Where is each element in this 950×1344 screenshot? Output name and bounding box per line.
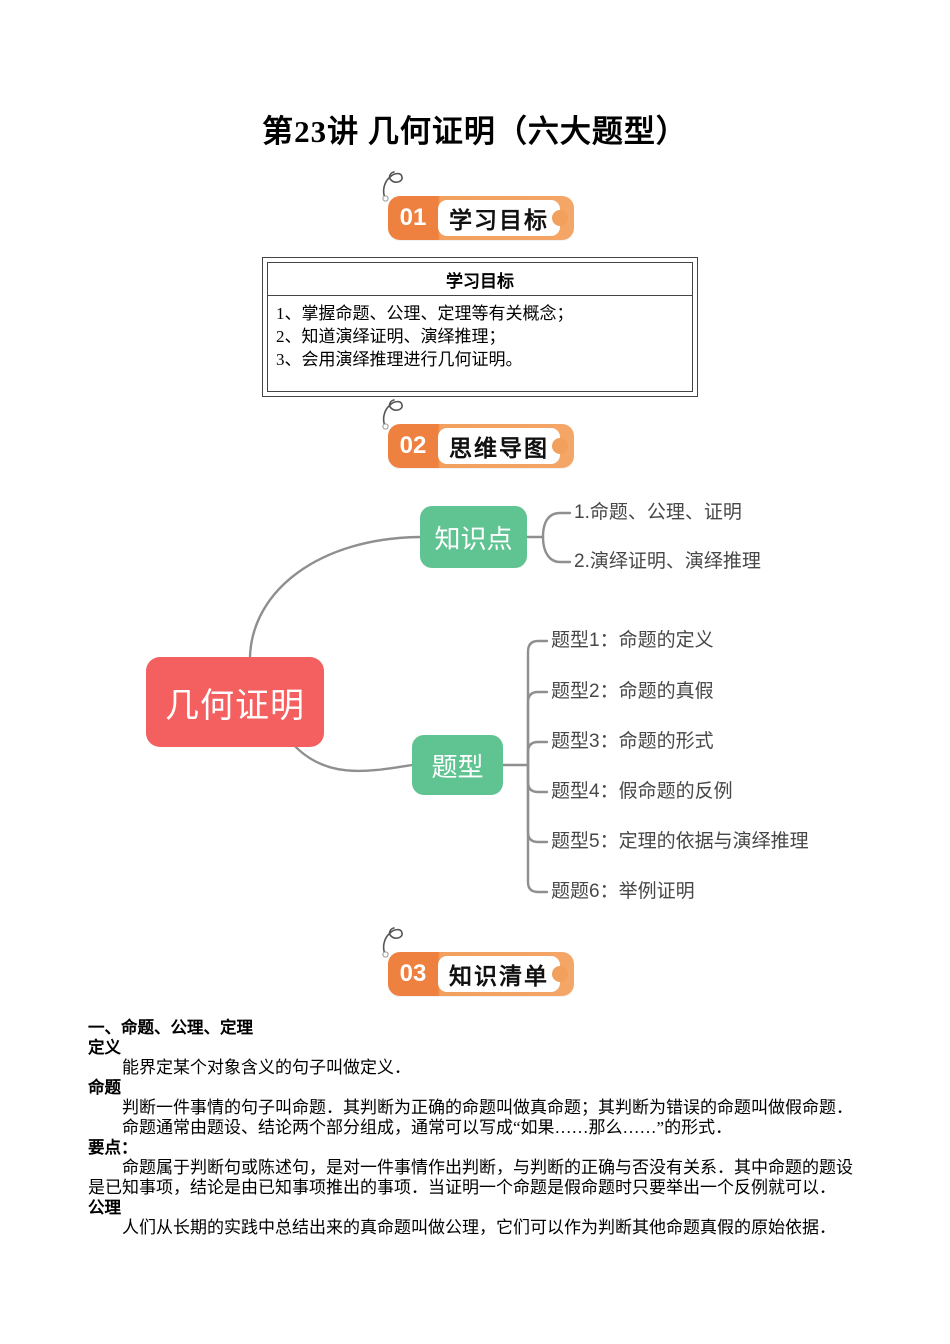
badge-notch bbox=[552, 966, 568, 982]
section-label: 知识清单 bbox=[449, 963, 549, 989]
section-number: 03 bbox=[399, 960, 427, 987]
keypoints-text: 命题属于判断句或陈述句，是对一件事情作出判断，与判断的正确与否没有关系．其中命题… bbox=[88, 1158, 853, 1197]
objective-item: 2、知道演绎证明、演绎推理； bbox=[276, 327, 506, 346]
mindmap-leaf: 题型4：假命题的反例 bbox=[551, 781, 733, 802]
objectives-table-inner: 学习目标 1、掌握命题、公理、定理等有关概念； 2、知道演绎证明、演绎推理； 3… bbox=[267, 262, 693, 392]
knowledge-section: 一、命题、公理、定理 定义 能界定某个对象含义的句子叫做定义． 命题 判断一件事… bbox=[88, 1018, 868, 1238]
proposition-text-1: 判断一件事情的句子叫命题．其判断为正确的命题叫做真命题；其判断为错误的命题叫做假… bbox=[122, 1098, 853, 1117]
mindmap-connector-lines bbox=[248, 511, 572, 894]
mindmap-branch-knowledge: 知识点 bbox=[420, 506, 527, 568]
definition-heading: 定义 bbox=[88, 1039, 121, 1057]
pin-icon bbox=[382, 399, 403, 430]
section-label-box: 思维导图 bbox=[438, 428, 560, 464]
objectives-table: 学习目标 1、掌握命题、公理、定理等有关概念； 2、知道演绎证明、演绎推理； 3… bbox=[262, 257, 698, 397]
section-label: 学习目标 bbox=[449, 207, 549, 233]
badge-notch bbox=[552, 438, 568, 454]
section-label: 思维导图 bbox=[449, 435, 549, 461]
mindmap: 几何证明 知识点 题型 1.命题、公理、证明 2.演绎证明、演绎推理 题型1：命… bbox=[0, 490, 950, 920]
section-number: 01 bbox=[399, 204, 427, 231]
section-badge-03: 03 知识清单 bbox=[388, 952, 574, 996]
objectives-table-body: 1、掌握命题、公理、定理等有关概念； 2、知道演绎证明、演绎推理； 3、会用演绎… bbox=[268, 296, 692, 391]
pin-icon bbox=[382, 927, 403, 958]
section-badge-02: 02 思维导图 bbox=[388, 424, 574, 468]
objective-item: 3、会用演绎推理进行几何证明。 bbox=[276, 350, 523, 369]
mindmap-leaf: 题题6：举例证明 bbox=[551, 881, 695, 902]
pin-icon bbox=[382, 171, 403, 202]
axiom-text: 人们从长期的实践中总结出来的真命题叫做公理，它们可以作为判断其他命题真假的原始依… bbox=[122, 1218, 836, 1237]
mindmap-leaf: 2.演绎证明、演绎推理 bbox=[574, 551, 761, 572]
section-number: 02 bbox=[399, 432, 427, 459]
proposition-heading: 命题 bbox=[88, 1079, 121, 1097]
knowledge-section-title: 一、命题、公理、定理 bbox=[88, 1019, 253, 1037]
mindmap-root-node: 几何证明 bbox=[146, 657, 324, 747]
mindmap-leaf: 题型1：命题的定义 bbox=[551, 630, 714, 651]
objective-item: 1、掌握命题、公理、定理等有关概念； bbox=[276, 304, 574, 323]
mindmap-leaf: 题型3：命题的形式 bbox=[551, 731, 714, 752]
proposition-text-2: 命题通常由题设、结论两个部分组成，通常可以写成“如果……那么……”的形式． bbox=[122, 1118, 733, 1137]
mindmap-leaf: 题型5：定理的依据与演绎推理 bbox=[551, 831, 809, 852]
section-badge-01: 01 学习目标 bbox=[388, 196, 574, 240]
section-label-box: 知识清单 bbox=[438, 956, 560, 992]
definition-text: 能界定某个对象含义的句子叫做定义． bbox=[122, 1058, 411, 1077]
mindmap-leaf: 题型2：命题的真假 bbox=[551, 681, 714, 702]
objectives-table-header: 学习目标 bbox=[268, 263, 692, 296]
section-label-box: 学习目标 bbox=[438, 200, 560, 236]
keypoints-heading: 要点： bbox=[88, 1139, 138, 1157]
mindmap-leaf: 1.命题、公理、证明 bbox=[574, 502, 742, 523]
page-title: 第23讲 几何证明（六大题型） bbox=[262, 114, 688, 149]
mindmap-branch-types: 题型 bbox=[412, 735, 503, 795]
badge-notch bbox=[552, 210, 568, 226]
axiom-heading: 公理 bbox=[88, 1199, 121, 1217]
